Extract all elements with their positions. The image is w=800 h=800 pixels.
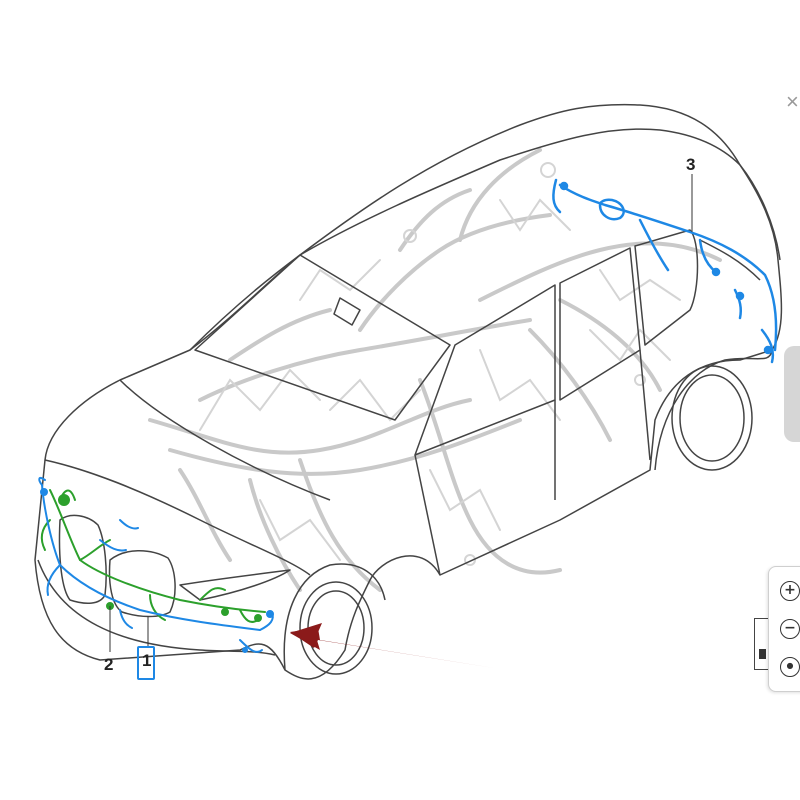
zoom-out-icon: − xyxy=(784,620,796,636)
side-panel-handle[interactable] xyxy=(784,346,800,442)
car-outline xyxy=(34,103,783,680)
callout-leader-lines xyxy=(109,174,693,652)
body-wiring-gray xyxy=(148,148,722,592)
callout-label-1[interactable]: 1 xyxy=(142,651,152,670)
front-harness-blue xyxy=(38,476,274,653)
selected-callout-highlight xyxy=(137,646,155,680)
zoom-in-button[interactable]: + xyxy=(780,581,800,601)
reset-view-button[interactable]: ● xyxy=(780,657,800,677)
annotation-arrow-head xyxy=(290,623,322,650)
thumbnail-marker xyxy=(759,649,766,659)
annotation-arrow xyxy=(290,628,494,668)
zoom-out-button[interactable]: − xyxy=(780,619,800,639)
thumbnail-panel-toggle[interactable] xyxy=(754,618,770,670)
rear-harness-blue xyxy=(552,178,778,364)
callout-label-2[interactable]: 2 xyxy=(104,655,114,674)
body-wiring-gray-thin xyxy=(199,162,681,566)
zoom-toolbar: + − ● xyxy=(768,566,800,692)
close-icon[interactable]: × xyxy=(786,89,799,114)
zoom-in-icon: + xyxy=(784,582,796,598)
callout-label-3[interactable]: 3 xyxy=(686,155,696,174)
reset-view-icon: ● xyxy=(786,661,794,670)
